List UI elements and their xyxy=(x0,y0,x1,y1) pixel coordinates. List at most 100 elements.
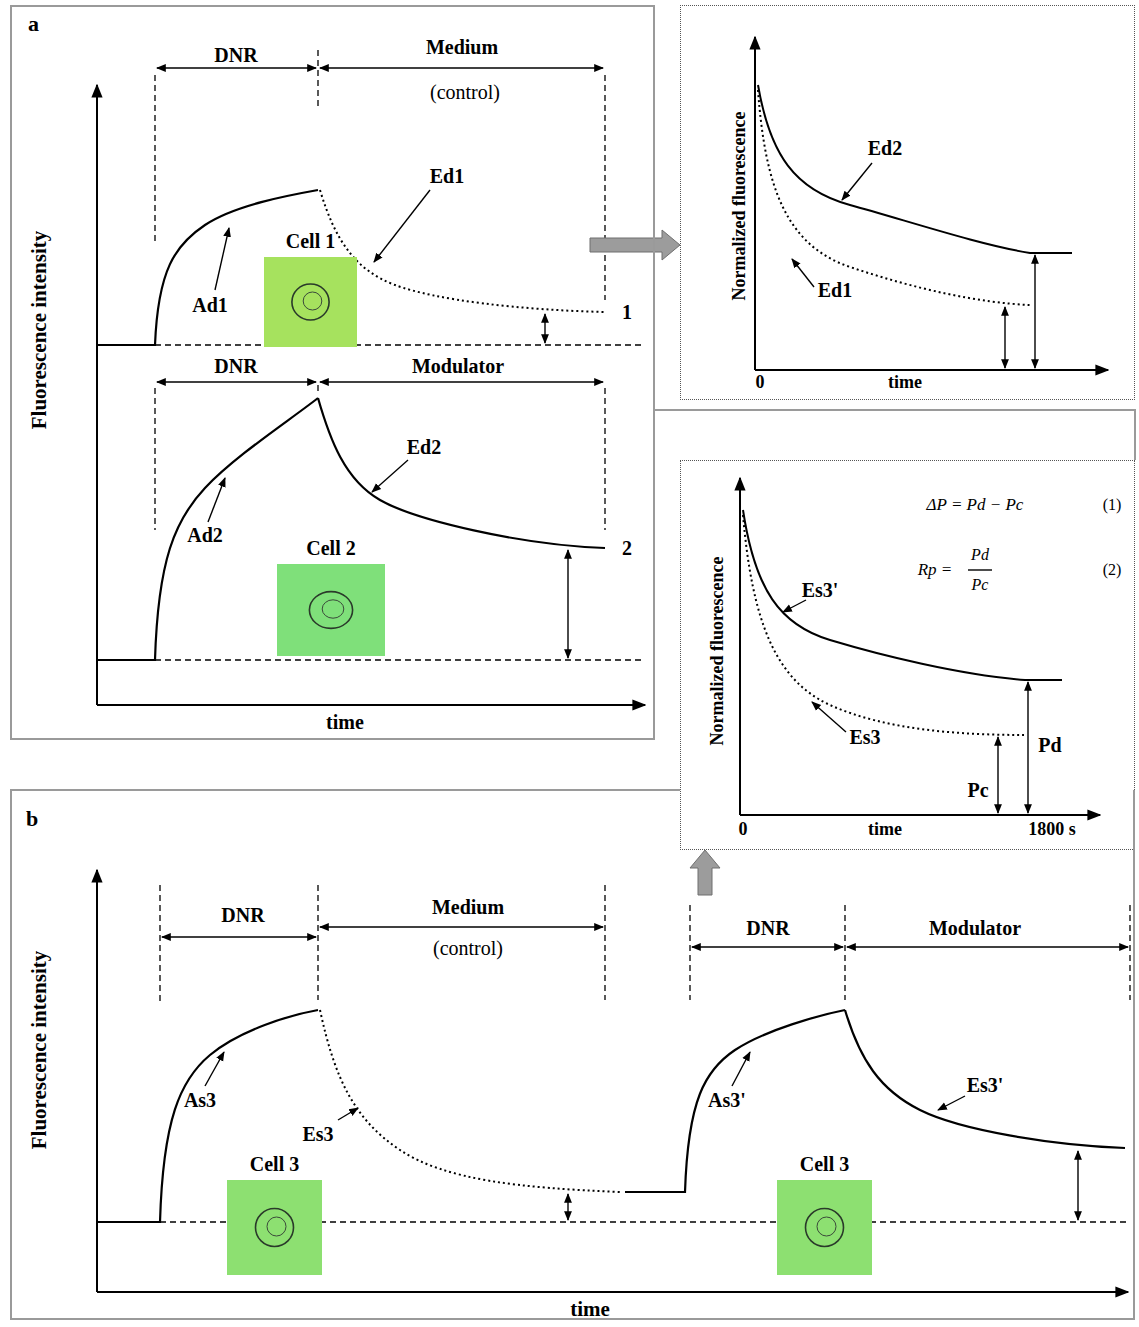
svg-line xyxy=(155,344,645,345)
svg-line xyxy=(544,314,545,343)
curve-label: 1 xyxy=(622,301,632,323)
curve-label: Modulator xyxy=(929,917,1021,939)
curve-label: time xyxy=(888,373,922,393)
axis-title: Normalized fluorescence xyxy=(729,111,750,300)
leader-arrows xyxy=(205,190,965,1120)
uptake-curves xyxy=(97,190,1125,1222)
svg-line xyxy=(97,1291,1128,1293)
curve-label: DNR xyxy=(746,917,789,939)
svg-line xyxy=(208,478,225,522)
curve-label: Ad2 xyxy=(187,524,223,546)
svg-line xyxy=(689,905,690,1000)
inset-plot-1 xyxy=(755,37,1108,370)
curve-label: 1800 s xyxy=(1028,820,1076,840)
cell-drawing xyxy=(277,564,385,656)
svg-line xyxy=(157,381,316,382)
curve-label: Es3 xyxy=(849,726,880,748)
curve-label: Modulator xyxy=(412,355,504,377)
svg-line xyxy=(96,870,98,1292)
axis-title: Fluorescence intensity xyxy=(28,951,51,1150)
svg-ellipse xyxy=(303,292,322,310)
curve-label: Pd xyxy=(1038,734,1061,756)
svg-line xyxy=(1034,255,1035,368)
svg-ellipse xyxy=(309,592,352,629)
inset-plot: Normalized fluorescence xyxy=(680,5,1135,400)
inset-plot-2 xyxy=(740,478,1100,815)
cell-label: Cell 3 xyxy=(250,1153,299,1176)
curve-label: Es3 xyxy=(302,1123,333,1145)
svg-line xyxy=(320,67,603,68)
svg-ellipse xyxy=(256,1209,294,1247)
curve-label: Es3' xyxy=(967,1074,1004,1096)
curve-label: Ed2 xyxy=(407,436,441,458)
inset-plot: Normalized fluorescence xyxy=(680,460,1135,850)
curve-label: Pc xyxy=(972,576,989,594)
svg-line xyxy=(1129,905,1130,1000)
svg-line xyxy=(567,1194,568,1220)
curve-label: DNR xyxy=(221,904,264,926)
svg-polyline xyxy=(655,410,1135,460)
svg-line xyxy=(154,388,155,530)
svg-path xyxy=(758,85,1072,253)
curve-label: Rp = xyxy=(918,561,953,580)
block-arrow xyxy=(590,230,680,260)
panel-letter: a xyxy=(28,11,39,37)
curve-label: 2 xyxy=(622,537,632,559)
cell-image: Cell 1 xyxy=(264,257,357,347)
svg-path xyxy=(845,1010,1125,1148)
svg-line xyxy=(968,569,992,570)
svg-g xyxy=(792,163,1035,368)
curve-label: Es3' xyxy=(802,579,839,601)
svg-path xyxy=(318,398,605,548)
svg-ellipse xyxy=(817,1217,836,1236)
curve-label: DNR xyxy=(214,355,257,377)
cell-drawing xyxy=(227,1180,322,1275)
efflux-control-curves xyxy=(320,190,620,1192)
svg-ellipse xyxy=(806,1209,844,1247)
svg-line xyxy=(604,885,605,1000)
svg-ellipse xyxy=(292,284,329,320)
svg-path xyxy=(320,190,605,312)
panel-frame: aCell 1Cell 2 xyxy=(10,5,655,740)
svg-line xyxy=(317,885,318,1000)
svg-line xyxy=(604,388,605,530)
svg-line xyxy=(97,704,645,706)
cell-drawing xyxy=(777,1180,872,1275)
curve-label: time xyxy=(570,1298,610,1321)
axes xyxy=(97,85,1128,1292)
curve-label: Ed2 xyxy=(868,137,902,159)
svg-path xyxy=(743,510,1062,680)
svg-line xyxy=(155,659,645,660)
svg-g xyxy=(740,478,1100,815)
cell-label: Cell 3 xyxy=(800,1153,849,1176)
svg-line xyxy=(374,190,430,262)
svg-line xyxy=(372,460,408,492)
svg-line xyxy=(783,600,806,612)
svg-ellipse xyxy=(322,600,344,618)
curve-label: Pc xyxy=(967,779,988,801)
curve-label: As3 xyxy=(184,1089,216,1111)
curve-label: time xyxy=(326,711,364,733)
dashed-guides xyxy=(155,50,1130,1222)
panel-letter: b xyxy=(26,806,38,832)
cell-label: Cell 1 xyxy=(286,230,335,253)
svg-line xyxy=(320,381,603,382)
svg-line xyxy=(844,905,845,1000)
svg-line xyxy=(812,702,846,732)
svg-path xyxy=(758,90,1030,305)
block-arrow xyxy=(690,850,720,895)
panel-frame: bCell 3 Cell 3 xyxy=(10,790,1135,1320)
svg-line xyxy=(338,1108,358,1120)
curve-label: ΔP = Pd − Pc xyxy=(927,496,1024,515)
axis-title: Fluorescence intensity xyxy=(28,231,51,430)
cell-drawing xyxy=(264,257,357,347)
svg-line xyxy=(159,885,160,1005)
svg-line xyxy=(205,1052,224,1086)
svg-line xyxy=(692,946,843,947)
svg-ellipse xyxy=(267,1217,286,1236)
svg-line xyxy=(154,75,155,245)
svg-g xyxy=(755,37,1108,370)
